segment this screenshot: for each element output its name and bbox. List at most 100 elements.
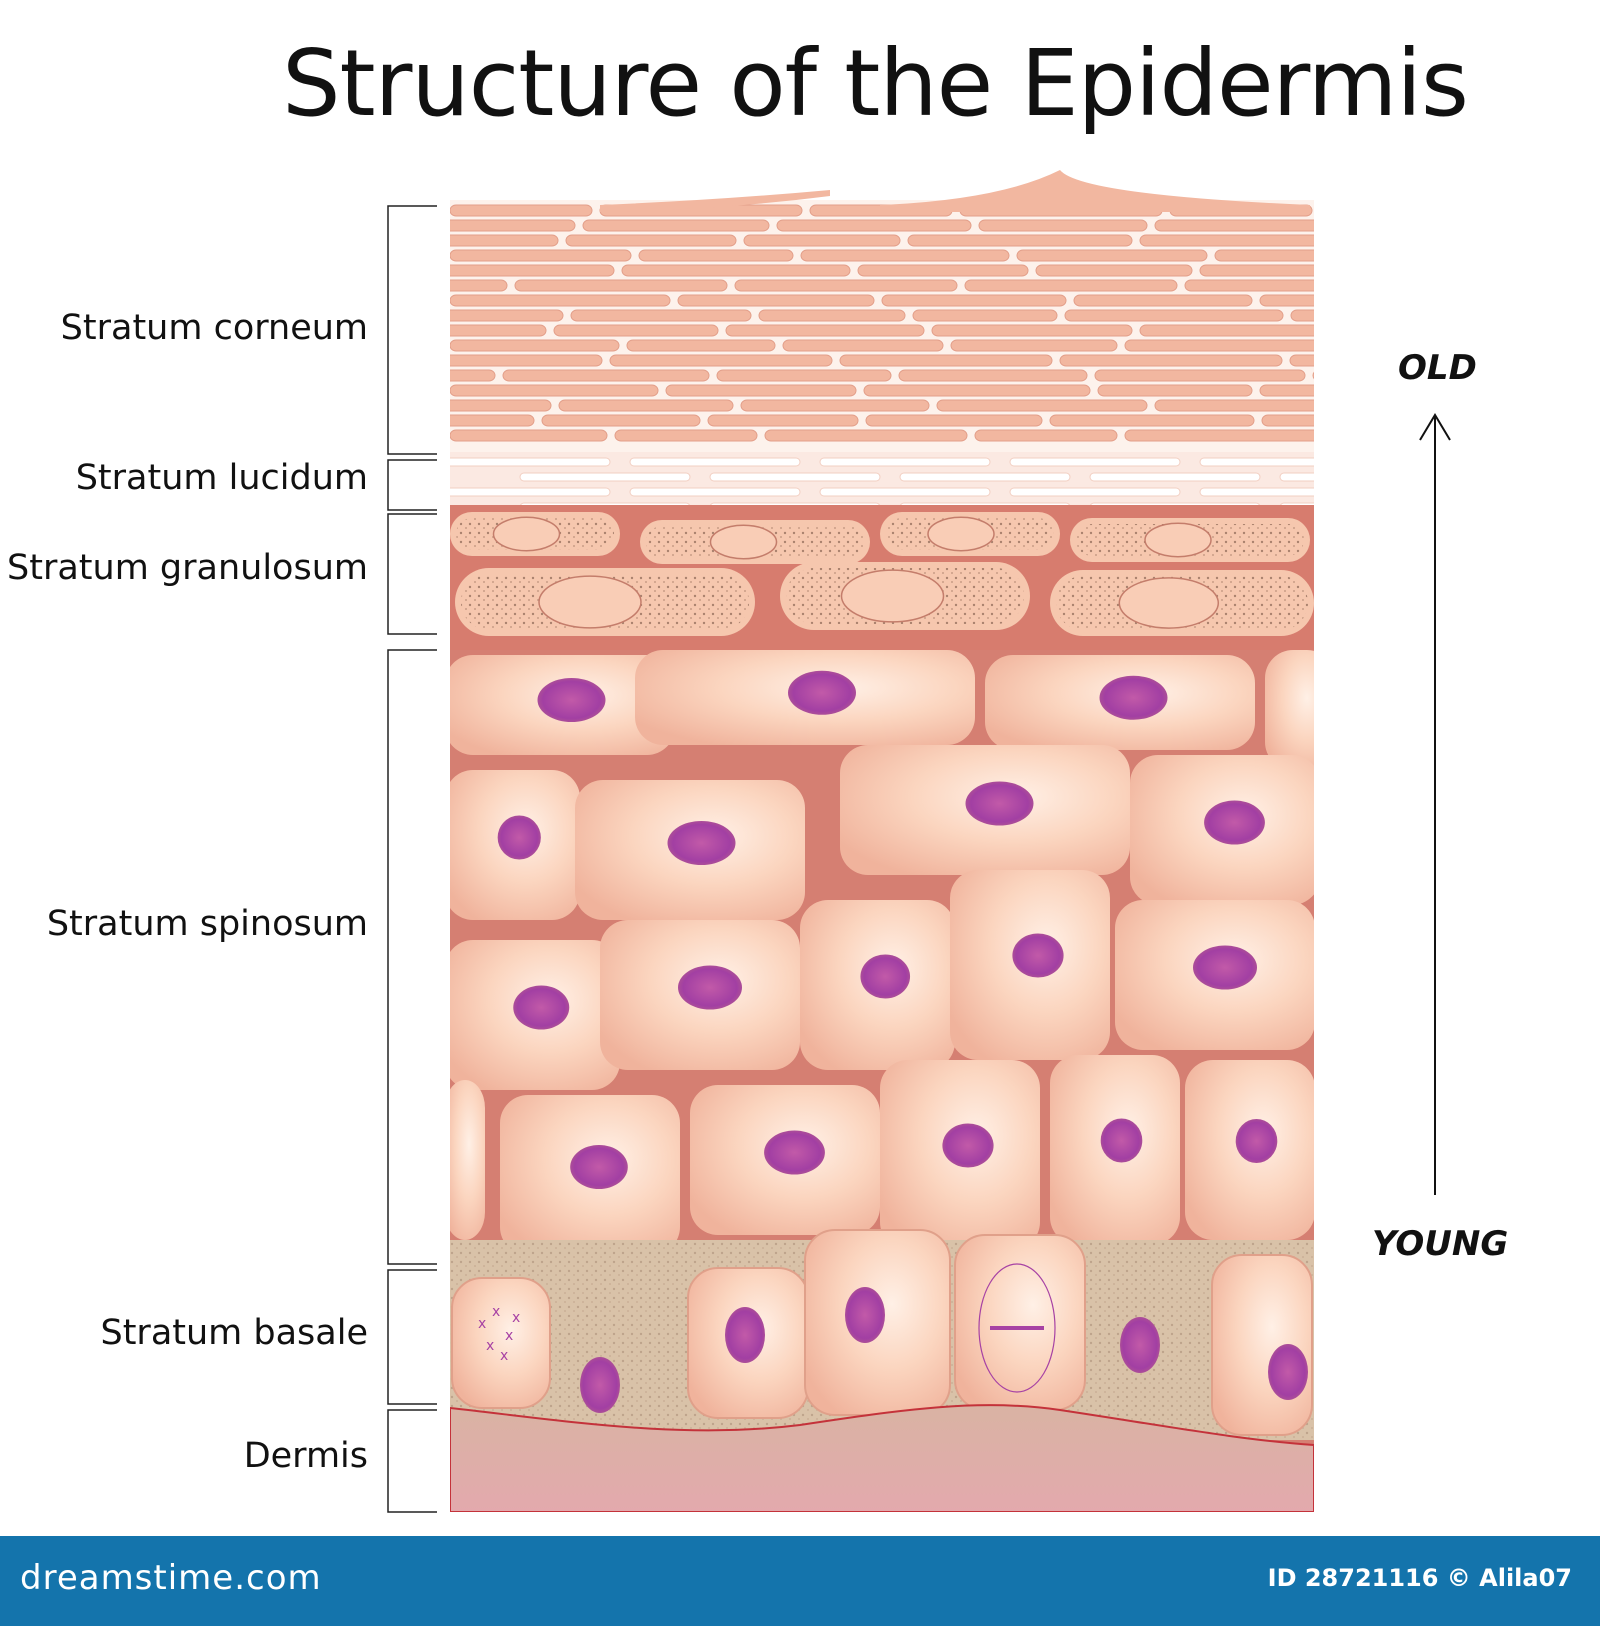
spinosum-cell [450,1080,485,1240]
lucidum-streak [899,472,1071,482]
lucidum-streak [629,487,801,497]
corneum-flake [1261,414,1314,427]
stratum-granulosum-region [450,505,1314,650]
cell-nucleus [513,985,570,1030]
corneum-flake [1094,369,1306,382]
corneum-flake [582,219,770,232]
cell-nucleus [942,1123,994,1168]
corneum-flake [450,414,535,427]
basal-nucleus [1268,1344,1308,1400]
corneum-flake [450,234,559,247]
label-stratum-spinosum: Stratum spinosum [46,904,368,944]
corneum-flake [1289,354,1314,367]
basal-nucleus [1120,1317,1160,1373]
corneum-flake [541,414,701,427]
label-stratum-basale: Stratum basale [100,1313,368,1353]
lucidum-streak [519,472,691,482]
corneum-flake [1139,324,1314,337]
granulosum-nucleus [709,524,778,560]
page-title: Structure of the Epidermis [282,30,1469,137]
lucidum-streak [1009,487,1181,497]
corneum-flake [638,249,794,262]
corneum-flake [450,399,552,412]
corneum-flake [1097,384,1253,397]
corneum-flake [912,309,1058,322]
corneum-lifted-flake [600,190,830,212]
label-stratum-lucidum: Stratum lucidum [75,458,368,498]
corneum-flake [857,264,1029,277]
cell-nucleus [1012,933,1064,978]
corneum-lifted-flake [880,170,1310,212]
corneum-flake [1259,294,1314,307]
stratum-spinosum-region [450,650,1314,1255]
cell-nucleus [537,678,606,722]
corneum-flake [1312,371,1314,380]
cell-nucleus [764,1130,825,1175]
corneum-flake [863,384,1091,397]
corneum-flake [1059,354,1283,367]
basale-cell [451,1277,551,1409]
corneum-flake [565,234,737,247]
corneum-flake [553,324,719,337]
corneum-flake [514,279,728,292]
corneum-flake [707,414,859,427]
granulosum-nucleus [927,516,995,552]
corneum-flake [936,399,1148,412]
corneum-flake [1290,309,1314,322]
corneum-flake [450,249,632,262]
lucidum-streak [1009,457,1181,467]
corneum-flake [450,264,615,277]
corneum-flake [1184,279,1314,292]
granulosum-nucleus [492,516,561,552]
corneum-flake [964,279,1178,292]
corneum-flake [450,324,547,337]
corneum-flake [450,204,593,217]
lucidum-streak [450,487,611,497]
corneum-flake [1035,264,1193,277]
granulosum-nucleus [1118,577,1220,629]
age-arrow [1419,413,1451,1195]
footer-credit: ID 28721116 © Alila07 [1267,1564,1572,1592]
label-young: YOUNG [1372,1224,1509,1264]
corneum-flake [898,369,1088,382]
footer-brand: dreamstime.com [20,1558,322,1598]
corneum-flake [978,219,1148,232]
corneum-flake [907,234,1133,247]
corneum-flake [743,234,901,247]
corneum-flake [800,249,1010,262]
lucidum-streak [1089,472,1261,482]
lucidum-streak [1199,487,1314,497]
corneum-flake [609,354,833,367]
corneum-flake [665,384,857,397]
chromosome: x [500,1348,508,1364]
chromosome: x [486,1338,494,1354]
corneum-flake [450,429,608,442]
stratum-corneum-region [450,170,1314,455]
corneum-flake [1259,384,1314,397]
lucidum-streak [629,457,801,467]
cell-nucleus [1193,945,1257,990]
corneum-flake [1154,219,1314,232]
basal-nucleus [725,1307,765,1363]
corneum-flake [950,339,1118,352]
corneum-flake [881,294,1067,307]
cell-nucleus [1099,675,1168,720]
corneum-flake [716,369,892,382]
corneum-flake [1139,234,1314,247]
corneum-flake [450,294,671,307]
corneum-flake [450,219,576,232]
lucidum-streak [819,487,991,497]
corneum-flake [1199,264,1314,277]
cell-nucleus [678,965,742,1010]
granulosum-nucleus [1144,522,1212,558]
label-stratum-granulosum: Stratum granulosum [7,548,368,588]
corneum-flake [734,279,958,292]
corneum-flake [839,354,1053,367]
corneum-flake [764,429,968,442]
lucidum-streak [1199,457,1314,467]
corneum-flake [558,399,734,412]
chromosome: x [492,1304,500,1320]
layer-brackets [387,205,437,1513]
corneum-flake [1073,294,1253,307]
